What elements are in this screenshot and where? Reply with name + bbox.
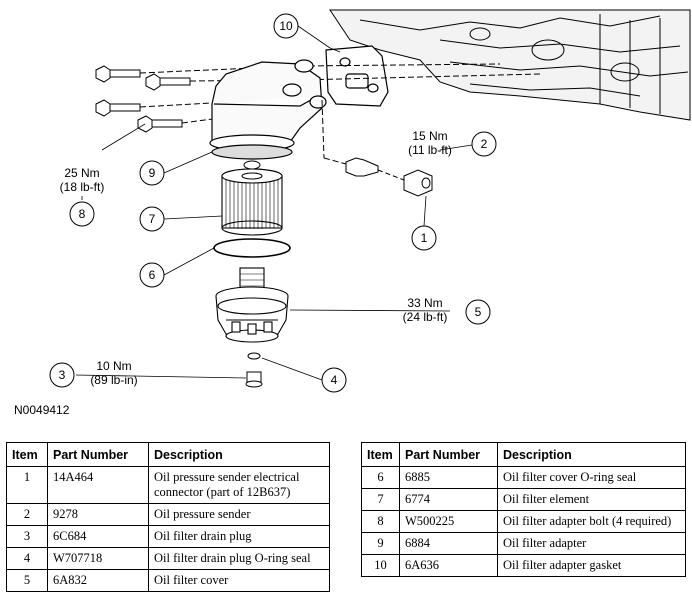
callout-4: 4 [321,367,347,393]
item-cell: 3 [6,525,48,548]
torque-spec-5: 33 Nm (24 lb-ft) [403,296,448,324]
table-row: 2 9278 Oil pressure sender [6,503,330,526]
part-number-cell: 14A464 [47,466,149,504]
part-number-cell: W500225 [399,510,498,533]
table-row: 3 6C684 Oil filter drain plug [6,525,330,548]
callout-8: 8 [69,201,95,227]
oil-filter-cover [215,267,289,343]
item-cell: 2 [6,503,48,526]
figure-id: N0049412 [14,403,70,417]
part-number-cell: 6885 [399,466,498,489]
table-row: 8 W500225 Oil filter adapter bolt (4 req… [361,510,686,533]
item-cell: 5 [6,569,48,592]
torque-spec-3: 10 Nm (89 lb-in) [90,359,137,387]
part-number-cell: 6A832 [47,569,149,592]
svg-text:10 Nm: 10 Nm [96,359,131,373]
svg-text:(11 lb-ft): (11 lb-ft) [408,143,452,157]
description-cell: Oil filter adapter gasket [497,554,686,577]
svg-text:2: 2 [481,137,488,151]
exploded-view-diagram: 10 2 1 9 7 6 5 4 3 8 15 Nm (11 lb-ft) [14,9,691,417]
torque-spec-8: 25 Nm (18 lb-ft) [60,166,105,194]
table-row: 10 6A636 Oil filter adapter gasket [361,554,686,577]
description-cell: Oil filter drain plug O-ring seal [148,547,330,570]
table-row: 7 6774 Oil filter element [361,488,686,511]
svg-text:10: 10 [279,19,293,33]
callout-10: 10 [273,13,299,39]
header-description: Description [497,442,686,467]
svg-text:(24 lb-ft): (24 lb-ft) [403,310,448,324]
description-cell: Oil filter element [497,488,686,511]
svg-text:3: 3 [59,368,66,382]
table-header-row: Item Part Number Description [6,442,330,467]
torque-spec-2: 15 Nm (11 lb-ft) [408,129,452,157]
svg-text:5: 5 [475,305,482,319]
description-cell: Oil pressure sender [148,503,330,526]
table-header-row: Item Part Number Description [361,442,686,467]
part-number-cell: 6A636 [399,554,498,577]
drain-plug [245,371,263,388]
item-cell: 8 [361,510,400,533]
svg-text:4: 4 [331,373,338,387]
part-number-cell: 9278 [47,503,149,526]
header-description: Description [148,442,330,467]
callout-7: 7 [139,206,165,232]
description-cell: Oil filter adapter bolt (4 required) [497,510,686,533]
oil-pressure-sender [321,99,379,177]
svg-text:33 Nm: 33 Nm [407,296,442,310]
adapter-oring [243,160,261,170]
svg-text:25 Nm: 25 Nm [64,166,99,180]
sender-electrical-connector [377,169,433,197]
svg-text:6: 6 [149,268,156,282]
item-cell: 4 [6,547,48,570]
part-number-cell: 6C684 [47,525,149,548]
drain-plug-oring [247,352,261,360]
svg-text:(89 lb-in): (89 lb-in) [90,373,137,387]
parts-table-left: Item Part Number Description 1 14A464 Oi… [6,442,330,592]
svg-text:1: 1 [421,231,428,245]
header-item: Item [6,442,48,467]
callout-6: 6 [139,262,165,288]
oil-filter-adapter [209,59,327,160]
table-row: 5 6A832 Oil filter cover [6,569,330,592]
table-row: 9 6884 Oil filter adapter [361,532,686,555]
callout-3: 3 [49,362,75,388]
header-part-number: Part Number [47,442,149,467]
part-number-cell: W707718 [47,547,149,570]
svg-text:(18 lb-ft): (18 lb-ft) [60,180,105,194]
parts-table-right: Item Part Number Description 6 6885 Oil … [361,442,686,577]
header-item: Item [361,442,400,467]
item-cell: 1 [6,466,48,504]
description-cell: Oil filter drain plug [148,525,330,548]
part-number-cell: 6774 [399,488,498,511]
callout-5: 5 [465,299,491,325]
table-row: 4 W707718 Oil filter drain plug O-ring s… [6,547,330,570]
svg-text:15 Nm: 15 Nm [412,129,447,143]
item-cell: 9 [361,532,400,555]
callout-9: 9 [139,160,165,186]
part-number-cell: 6884 [399,532,498,555]
item-cell: 7 [361,488,400,511]
item-cell: 6 [361,466,400,489]
header-part-number: Part Number [399,442,498,467]
callout-1: 1 [411,225,437,251]
table-row: 6 6885 Oil filter cover O-ring seal [361,466,686,489]
adapter-gasket [325,45,389,107]
table-row: 1 14A464 Oil pressure sender electrical … [6,466,330,504]
svg-text:8: 8 [79,207,86,221]
cover-oring-seal [213,238,291,258]
engine-block-illustration [329,9,691,121]
description-cell: Oil pressure sender electrical connector… [148,466,330,504]
callout-leader-lines [75,25,473,381]
description-cell: Oil filter cover [148,569,330,592]
oil-filter-element [221,168,283,236]
description-cell: Oil filter cover O-ring seal [497,466,686,489]
item-cell: 10 [361,554,400,577]
description-cell: Oil filter adapter [497,532,686,555]
svg-text:7: 7 [149,212,156,226]
callout-2: 2 [471,131,497,157]
svg-text:9: 9 [149,166,156,180]
